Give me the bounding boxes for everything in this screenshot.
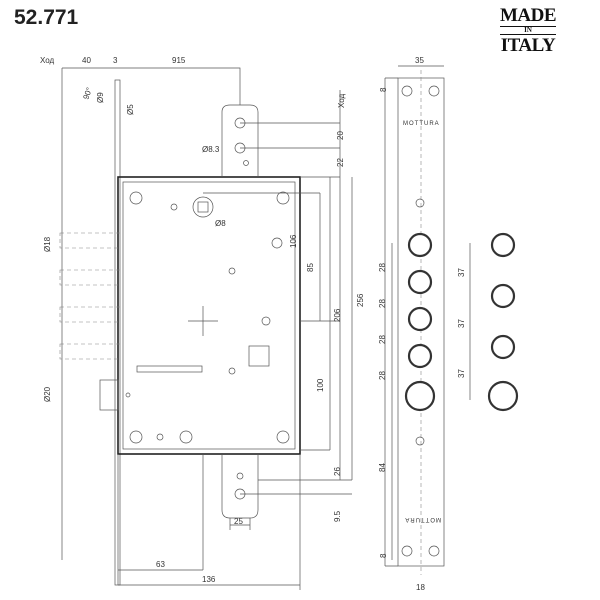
dim-25: 25 xyxy=(234,517,243,526)
dim-8-bottom: 8 xyxy=(379,553,388,558)
model-number: 52.771 xyxy=(14,6,79,29)
brand-mark-top: MOTTURA xyxy=(403,121,440,127)
dia-8: Ø8 xyxy=(215,219,226,228)
dim-63: 63 xyxy=(156,560,165,569)
dim-22: 22 xyxy=(336,158,345,167)
bottom-bracket xyxy=(221,454,259,519)
dim-256: 256 xyxy=(356,293,365,307)
made-in-italy-logo: MADE IN ITALY xyxy=(500,5,557,56)
case-screws xyxy=(125,191,290,444)
top-bracket xyxy=(221,104,259,177)
dim-37: 37 xyxy=(457,319,466,328)
logo-line-3: ITALY xyxy=(500,35,556,56)
dim-106: 106 xyxy=(289,234,298,248)
logo-line-2: IN xyxy=(500,26,556,35)
dim-8-top: 8 xyxy=(379,87,388,92)
dia-9: Ø9 xyxy=(96,92,105,103)
lock-case xyxy=(117,176,301,455)
dim-37: 37 xyxy=(457,268,466,277)
dim-206: 206 xyxy=(333,308,342,322)
dim-18: 18 xyxy=(416,583,425,592)
dim-37: 37 xyxy=(457,369,466,378)
dia-5: Ø5 xyxy=(126,104,135,115)
brand-mark-bottom: MOTTURA xyxy=(404,516,441,522)
faceplate-side xyxy=(114,79,121,586)
follower-square xyxy=(197,201,209,213)
dim-28: 28 xyxy=(378,335,387,344)
bracket-hole xyxy=(236,472,244,480)
dim-136: 136 xyxy=(202,575,216,584)
dimension-lines xyxy=(61,67,353,590)
slot xyxy=(136,365,203,373)
dim-3: 3 xyxy=(113,56,118,65)
dim-28: 28 xyxy=(378,299,387,308)
bracket-hole xyxy=(243,160,249,166)
stroke-label: Ход xyxy=(40,56,55,65)
dim-28: 28 xyxy=(378,371,387,380)
dim-35: 35 xyxy=(415,56,424,65)
stroke-label-right: Ход xyxy=(337,93,346,108)
dim-26: 26 xyxy=(333,467,342,476)
dia-20: Ø20 xyxy=(43,386,52,402)
logo-line-1: MADE xyxy=(500,5,557,26)
cylinder-center xyxy=(188,306,218,336)
dim-9-5: 9.5 xyxy=(333,510,342,522)
bolts xyxy=(59,232,121,411)
handle-follower xyxy=(192,196,214,218)
angle-90: 90° xyxy=(81,86,94,100)
dim-40: 40 xyxy=(82,56,91,65)
switch-box xyxy=(248,345,270,367)
dim-91-5: 915 xyxy=(172,56,186,65)
dia-18: Ø18 xyxy=(43,236,52,252)
dia-8-3: Ø8.3 xyxy=(202,145,220,154)
dim-85: 85 xyxy=(306,263,315,272)
strike-dimension-lines xyxy=(384,65,471,567)
dim-84: 84 xyxy=(378,463,387,472)
lock-case-inner xyxy=(122,181,296,450)
dim-20: 20 xyxy=(336,131,345,140)
strike-holes xyxy=(401,85,519,557)
dim-28: 28 xyxy=(378,263,387,272)
dim-100: 100 xyxy=(316,378,325,392)
